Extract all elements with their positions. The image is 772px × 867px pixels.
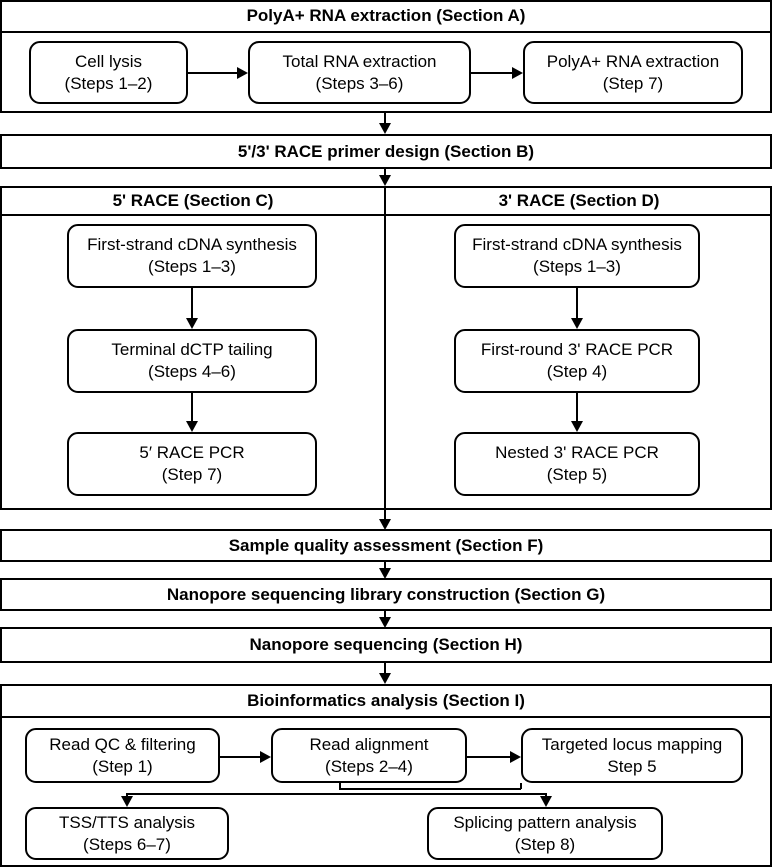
connector (576, 393, 578, 423)
node-title: Terminal dCTP tailing (111, 340, 273, 359)
section-a-divider (0, 31, 772, 33)
node-step: (Step 4) (546, 362, 608, 381)
connector (384, 663, 386, 675)
section-c-title: 5' RACE (Section C) (112, 191, 274, 210)
node-step: (Steps 1–3) (533, 257, 621, 276)
node-5-race-pcr: 5′ RACE PCR (Step 7) (67, 432, 317, 496)
section-i-title: Bioinformatics analysis (Section I) (247, 691, 525, 710)
node-c-first-strand-cdna: First-strand cDNA synthesis (Steps 1–3) (67, 224, 317, 288)
section-g-bar: Nanopore sequencing library construction… (0, 578, 772, 611)
node-step: Step 5 (607, 756, 657, 776)
connector (384, 113, 386, 125)
arrowhead-down (121, 796, 133, 807)
arrowhead-down (571, 318, 583, 329)
node-title: Cell lysis (74, 51, 143, 71)
node-total-rna-extraction: Total RNA extraction (Steps 3–6) (248, 41, 471, 104)
node-read-qc-filtering: Read QC & filtering (Step 1) (25, 728, 220, 783)
arrowhead-down (379, 123, 391, 134)
connector (191, 288, 193, 320)
node-title: PolyA+ RNA extraction (546, 51, 720, 71)
section-d-title: 3' RACE (Section D) (498, 191, 660, 210)
section-cd-divider (0, 214, 772, 216)
arrowhead-right (512, 67, 523, 79)
node-step: (Step 7) (161, 465, 223, 484)
node-step: (Steps 6–7) (83, 834, 171, 854)
connector (520, 783, 522, 789)
node-step: (Steps 2–4) (325, 756, 413, 776)
node-title: Total RNA extraction (282, 51, 437, 71)
node-nested-3-race-pcr: Nested 3' RACE PCR (Step 5) (454, 432, 700, 496)
node-tss-tts-analysis: TSS/TTS analysis (Steps 6–7) (25, 807, 229, 860)
node-cell-lysis: Cell lysis (Steps 1–2) (29, 41, 188, 104)
connector (384, 169, 386, 177)
arrowhead-right (510, 751, 521, 763)
arrowhead-down (186, 318, 198, 329)
connector (188, 72, 238, 74)
connector (384, 186, 386, 521)
node-title: TSS/TTS analysis (58, 812, 196, 832)
section-i-divider (0, 716, 772, 718)
node-terminal-dctp-tailing: Terminal dCTP tailing (Steps 4–6) (67, 329, 317, 393)
node-title: Targeted locus mapping (541, 734, 723, 754)
connector (384, 562, 386, 570)
connector (126, 793, 128, 797)
node-title: Splicing pattern analysis (453, 812, 637, 832)
node-polya-rna-extraction: PolyA+ RNA extraction (Step 7) (523, 41, 743, 104)
arrowhead-down (379, 568, 391, 579)
node-step: (Steps 1–2) (64, 73, 153, 93)
connector (191, 393, 193, 423)
node-title: Nested 3' RACE PCR (495, 443, 659, 462)
connector (545, 793, 547, 797)
connector (126, 793, 546, 795)
node-title: First-strand cDNA synthesis (87, 235, 297, 254)
arrowhead-right (237, 67, 248, 79)
arrowhead-down (186, 421, 198, 432)
connector (471, 72, 513, 74)
section-a-title: PolyA+ RNA extraction (Section A) (246, 6, 526, 25)
connector (576, 288, 578, 320)
node-title: First-strand cDNA synthesis (472, 235, 682, 254)
connector (384, 611, 386, 619)
arrowhead-down (571, 421, 583, 432)
node-step: (Step 1) (92, 756, 153, 776)
arrowhead-down (379, 673, 391, 684)
node-title: Read alignment (309, 734, 429, 754)
node-step: (Step 8) (514, 834, 576, 854)
node-step: (Step 5) (546, 465, 608, 484)
arrowhead-down (379, 617, 391, 628)
node-d-first-strand-cdna: First-strand cDNA synthesis (Steps 1–3) (454, 224, 700, 288)
node-first-round-3-race-pcr: First-round 3' RACE PCR (Step 4) (454, 329, 700, 393)
section-f-bar: Sample quality assessment (Section F) (0, 529, 772, 562)
node-targeted-locus-mapping: Targeted locus mapping Step 5 (521, 728, 743, 783)
connector (339, 783, 341, 789)
node-step: (Steps 4–6) (148, 362, 236, 381)
arrowhead-right (260, 751, 271, 763)
node-title: 5′ RACE PCR (139, 443, 245, 462)
arrowhead-down (379, 519, 391, 530)
section-b-bar: 5'/3' RACE primer design (Section B) (0, 134, 772, 169)
arrowhead-down (540, 796, 552, 807)
node-step: (Steps 1–3) (148, 257, 236, 276)
node-step: (Step 7) (602, 73, 664, 93)
section-h-bar: Nanopore sequencing (Section H) (0, 627, 772, 663)
connector (339, 788, 521, 790)
connector (467, 756, 511, 758)
node-splicing-pattern-analysis: Splicing pattern analysis (Step 8) (427, 807, 663, 860)
node-title: Read QC & filtering (49, 734, 196, 754)
arrowhead-down (379, 175, 391, 186)
node-title: First-round 3' RACE PCR (480, 340, 674, 359)
node-read-alignment: Read alignment (Steps 2–4) (271, 728, 467, 783)
node-step: (Steps 3–6) (315, 73, 404, 93)
connector (220, 756, 261, 758)
